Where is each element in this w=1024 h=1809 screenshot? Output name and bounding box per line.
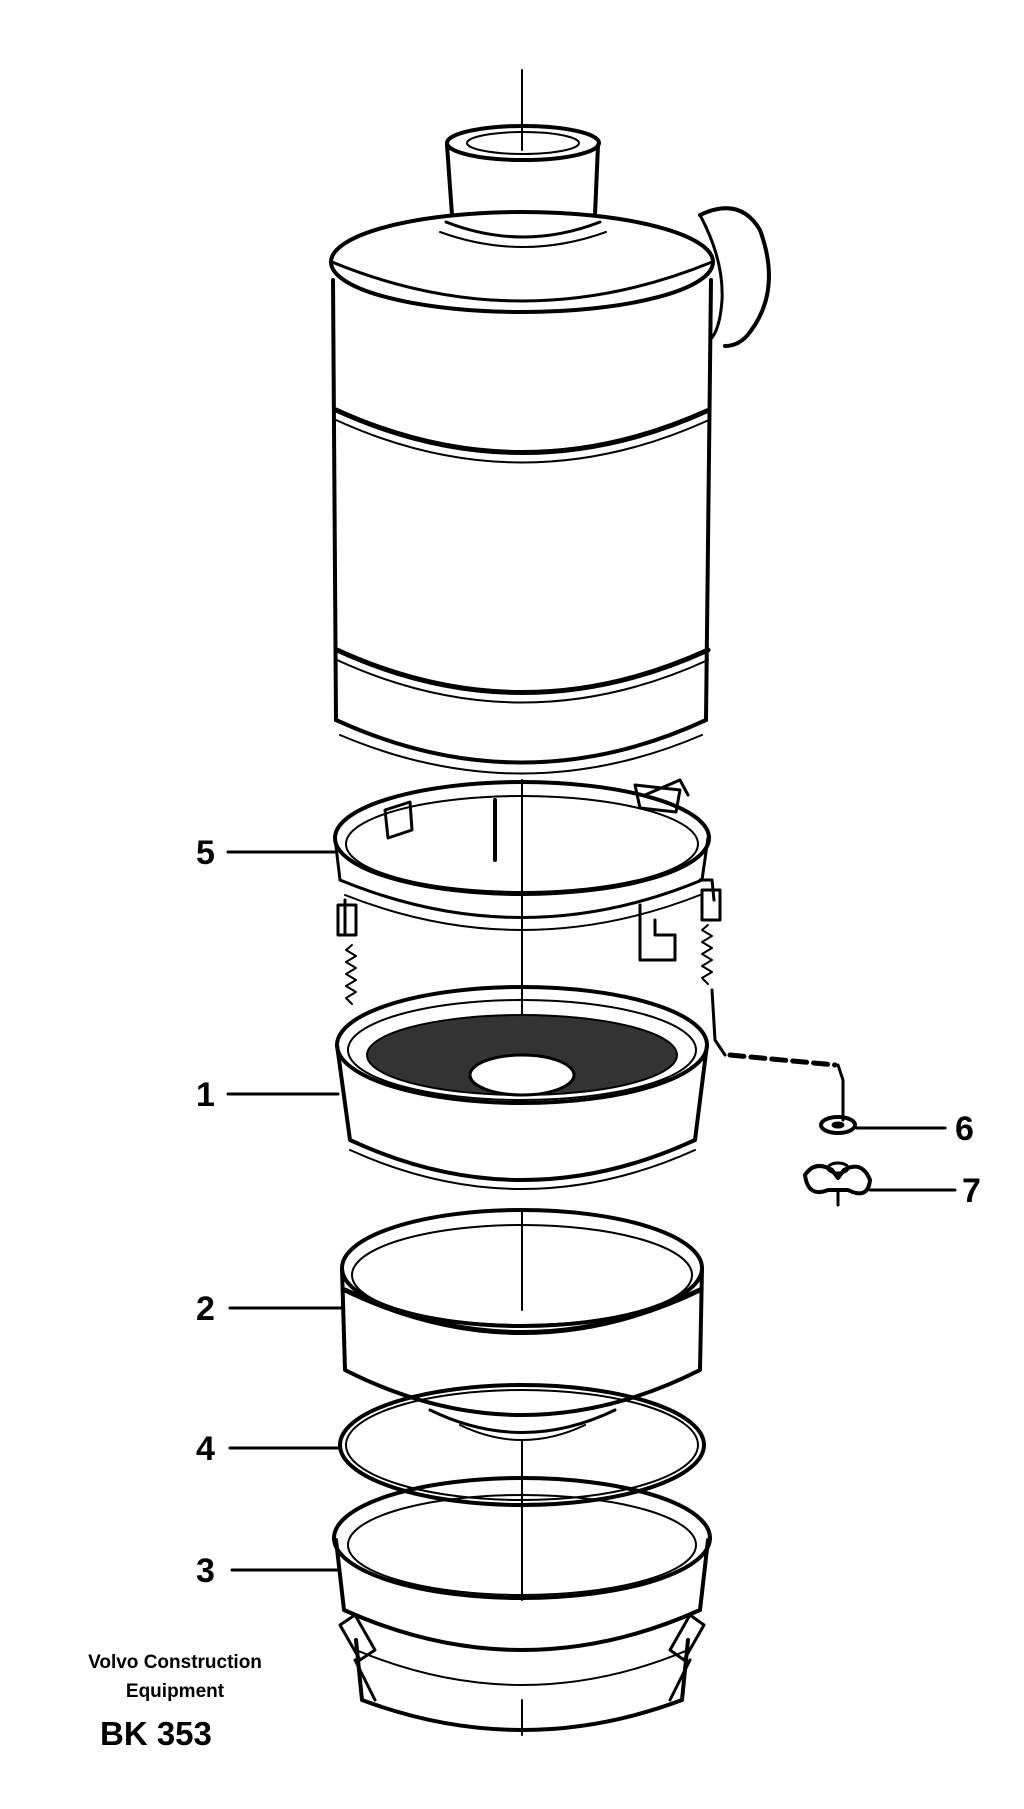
part-7-wing-nut — [803, 1161, 872, 1207]
drawing-code: BK 353 — [100, 1715, 212, 1752]
part-4-sealing-ring — [338, 1383, 706, 1507]
part-1-filter-insert — [335, 985, 709, 1190]
top-outlet-pipe — [439, 124, 607, 248]
callout-1: 1 — [196, 1076, 215, 1114]
manufacturer-line-1: Volvo Construction — [88, 1652, 262, 1673]
callout-3: 3 — [196, 1552, 215, 1590]
connection-line — [710, 988, 845, 1122]
part-2-pre-cleaner-bowl — [340, 1208, 704, 1441]
callout-7: 7 — [962, 1172, 981, 1210]
manufacturer-caption: Volvo Construction Equipment — [70, 1648, 280, 1706]
manufacturer-line-2: Equipment — [125, 1681, 225, 1702]
filter-housing — [329, 124, 771, 775]
side-inlet — [698, 206, 771, 348]
part-5-clamp-ring — [333, 778, 722, 1005]
callout-2: 2 — [196, 1290, 215, 1328]
callout-6: 6 — [955, 1110, 974, 1148]
leader-lines — [226, 850, 957, 1572]
callout-5: 5 — [196, 834, 215, 872]
part-6-washer — [819, 1115, 857, 1135]
callout-4: 4 — [196, 1430, 215, 1468]
part-3-bottom-bowl — [332, 1476, 712, 1732]
